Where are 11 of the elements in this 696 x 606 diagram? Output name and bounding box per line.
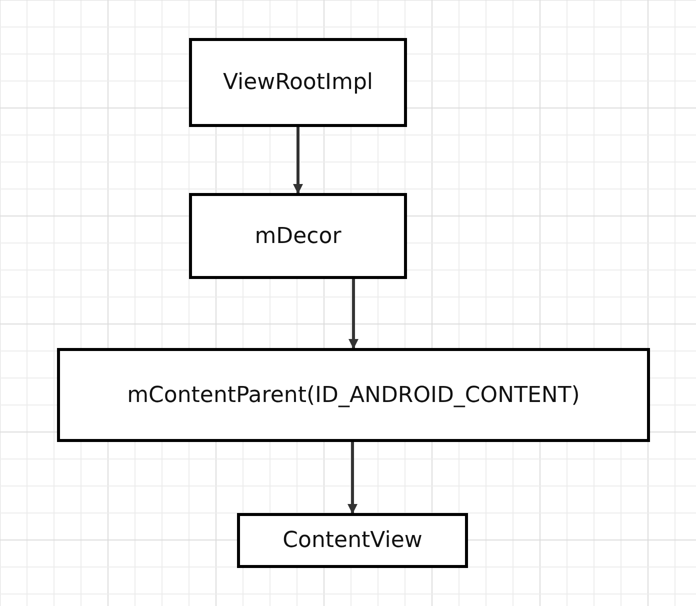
process-box [189,193,407,279]
box-label: mDecor [254,224,342,248]
arrow [348,442,358,514]
process-box [57,348,650,442]
box-label: mContentParent(ID_ANDROID_CONTENT) [127,382,580,408]
box-label: ViewRootImpl [222,70,374,95]
arrow [348,279,358,349]
arrow [293,127,303,194]
process-box [189,38,407,127]
process-box [237,513,468,568]
box-label: ContentView [282,528,422,553]
